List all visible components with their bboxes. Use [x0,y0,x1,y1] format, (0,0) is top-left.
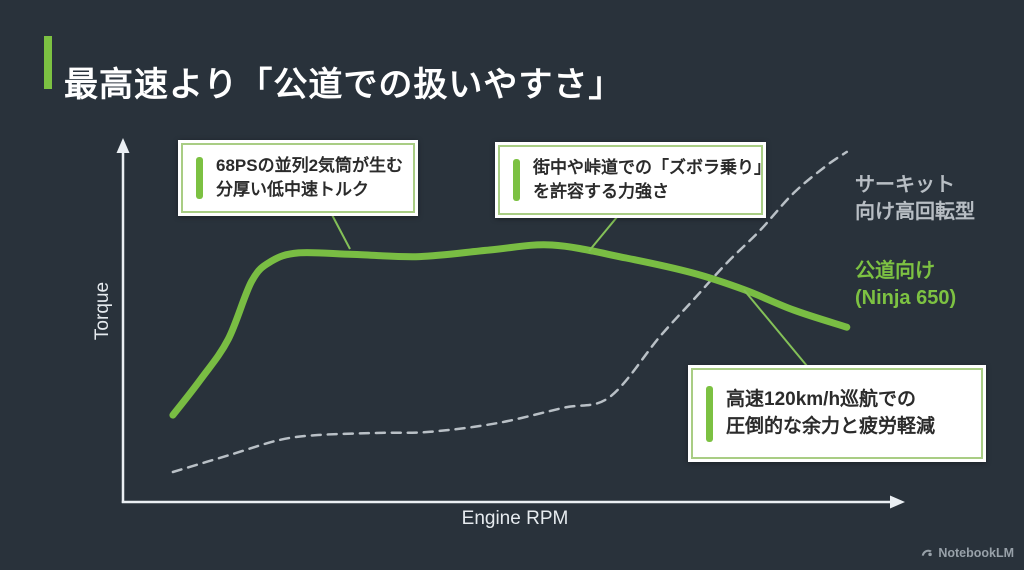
legend-line: 公道向け [855,260,935,282]
callout-inner: 高速120km/h巡航での 圧倒的な余力と疲労軽減 [691,368,983,459]
legend-circuit-type: サーキット 向け高回転型 [855,172,975,226]
legend-line: サーキット [855,174,955,196]
callout-line: 圧倒的な余力と疲労軽減 [726,415,936,437]
circuit-curve [171,150,849,474]
footer-brand: NotebookLM [920,546,1014,560]
legend-road-ninja650: 公道向け (Ninja 650) [855,258,956,312]
callout-accent-bar [196,157,203,199]
callout-low-mid-torque: 68PSの並列2気筒が生む 分厚い低中速トルク [178,140,418,216]
x-axis-arrow-icon [890,495,905,509]
callout-highway-cruising: 高速120km/h巡航での 圧倒的な余力と疲労軽減 [688,365,986,462]
callout1-leader-line [329,210,351,250]
callout-accent-bar [706,385,713,442]
callout-line: 分厚い低中速トルク [216,180,369,199]
callout-line: 街中や峠道での「ズボラ乗り」 [533,158,771,178]
callout-text: 街中や峠道での「ズボラ乗り」 を許容する力強さ [533,156,771,204]
legend-line: (Ninja 650) [855,287,957,309]
callout-accent-bar [513,159,520,201]
callout3-leader-line [743,289,808,367]
footer-brand-label: NotebookLM [938,546,1014,560]
y-axis-arrow-icon [116,138,130,153]
notebooklm-logo-icon [922,549,933,557]
callout-text: 高速120km/h巡航での 圧倒的な余力と疲労軽減 [726,387,935,440]
callout-line: を許容する力強さ [533,182,669,201]
callout-line: 68PSの並列2気筒が生む [216,156,404,176]
title-accent-bar [44,36,52,89]
callout-inner: 街中や峠道での「ズボラ乗り」 を許容する力強さ [498,145,771,215]
page-title: 最高速より「公道での扱いやすさ」 [64,65,624,104]
callout-line: 高速120km/h巡航での [726,388,917,410]
legend-line: 向け高回転型 [855,201,975,223]
x-axis-label: Engine RPM [461,508,569,529]
callout-easy-riding: 街中や峠道での「ズボラ乗り」 を許容する力強さ [495,142,771,218]
y-axis-label: Torque [92,281,113,341]
callout-text: 68PSの並列2気筒が生む 分厚い低中速トルク [216,154,403,202]
callout-inner: 68PSの並列2気筒が生む 分厚い低中速トルク [181,143,415,213]
road-curve [169,241,851,419]
